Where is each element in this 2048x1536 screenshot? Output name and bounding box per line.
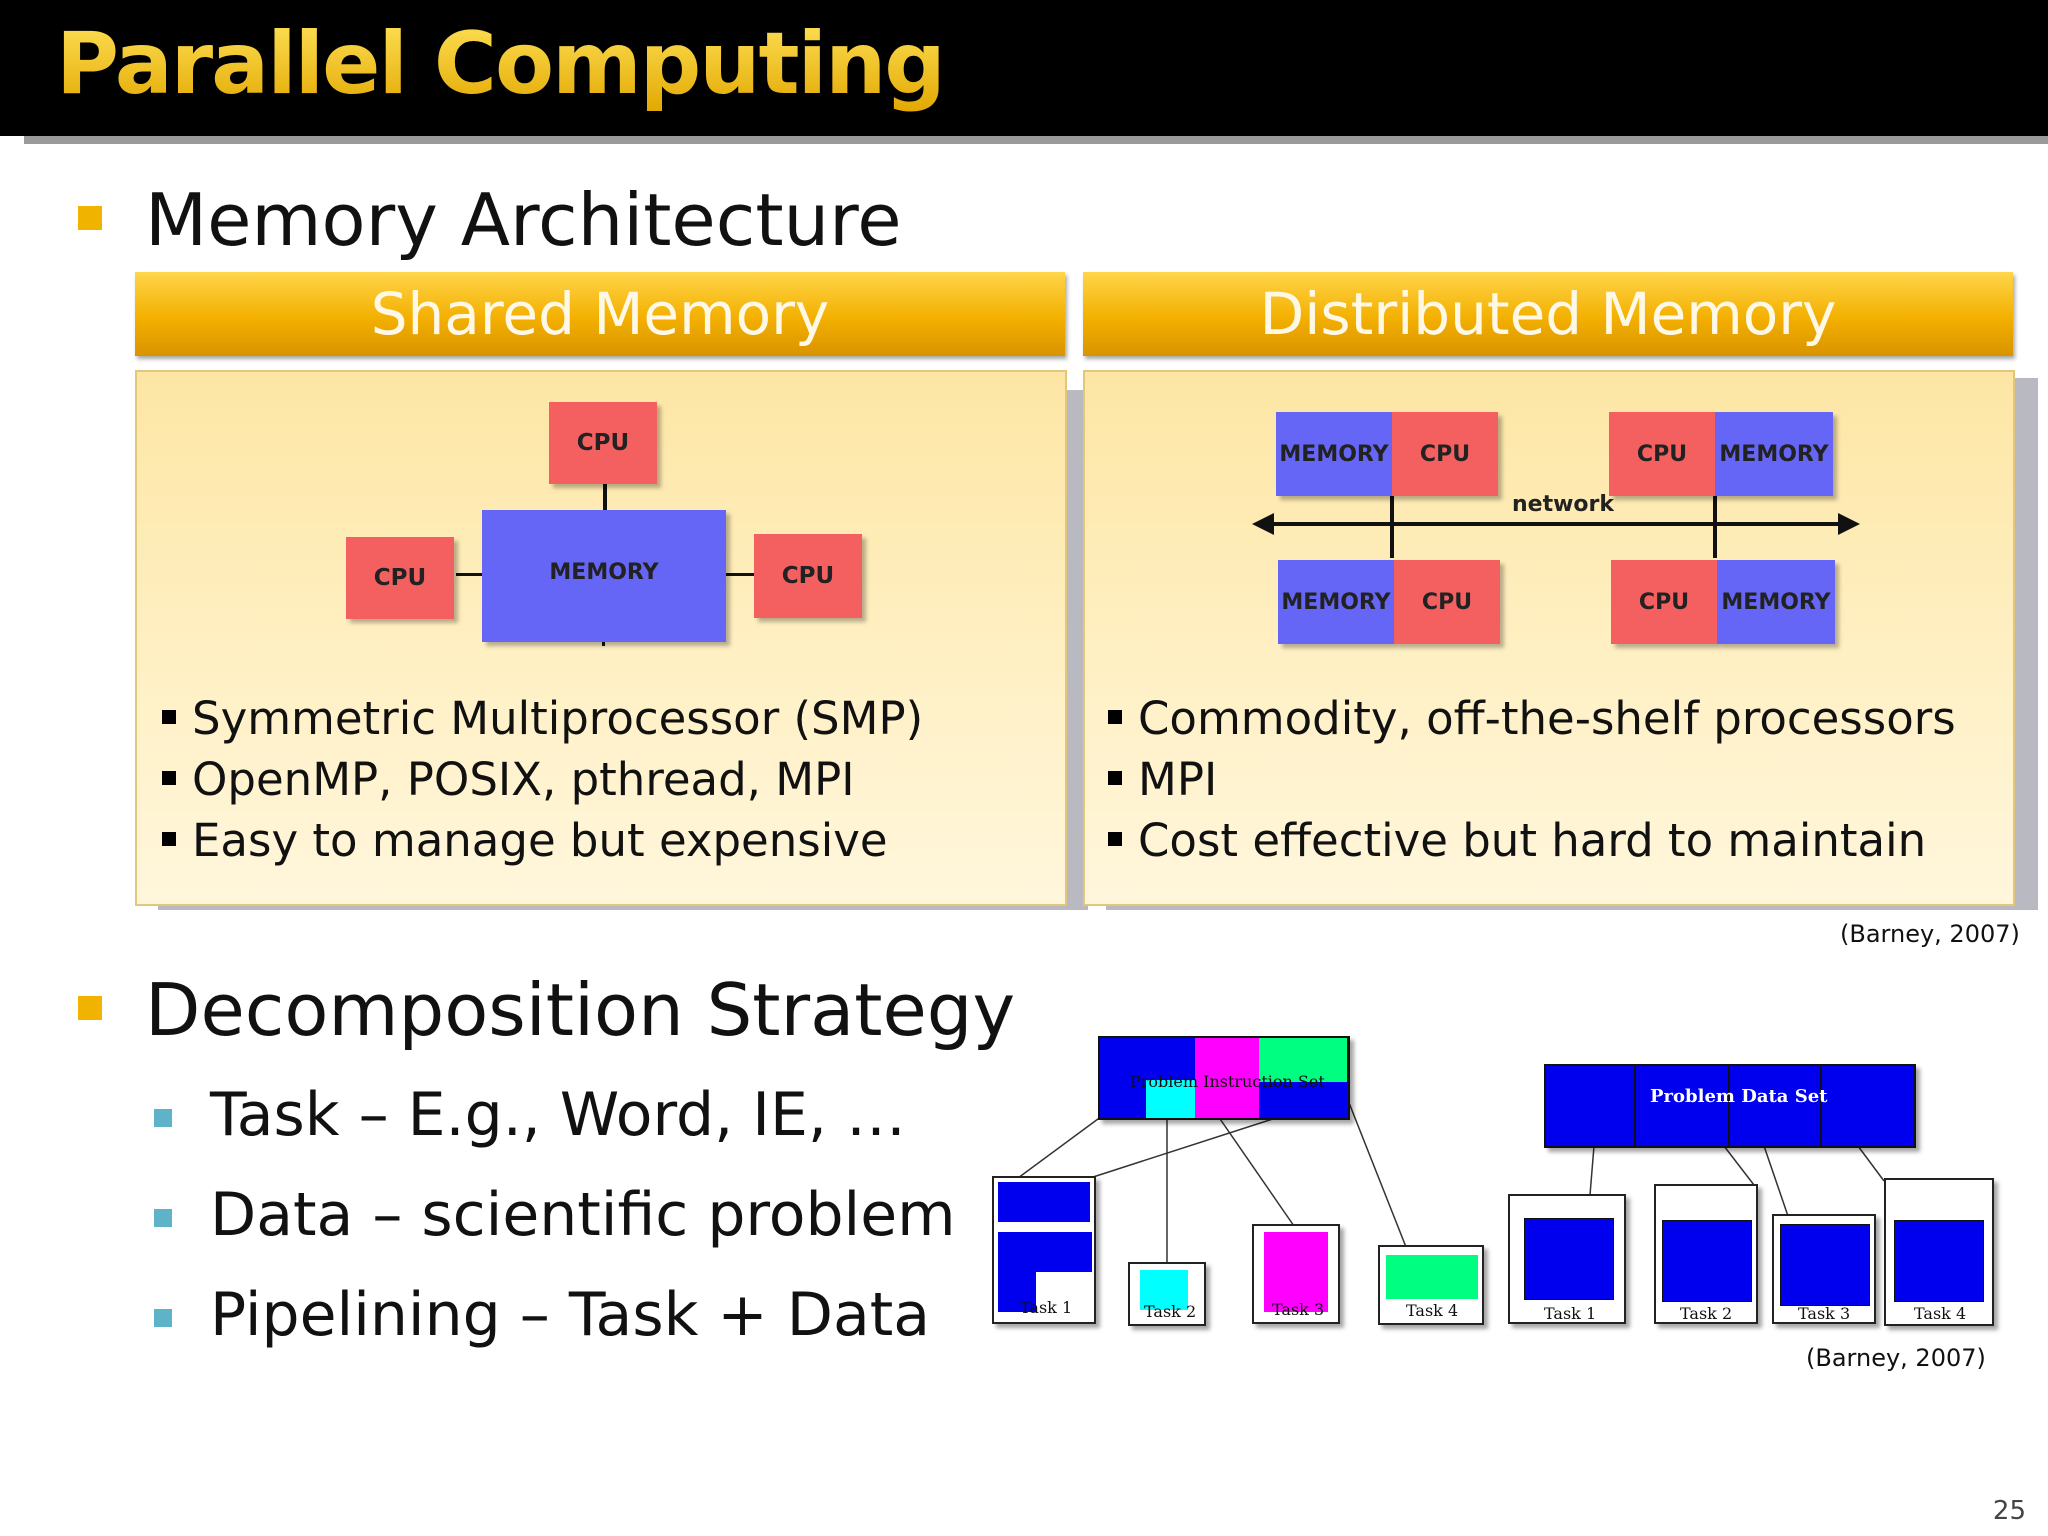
problem-instruction-label: Problem Instruction Set (1130, 1072, 1325, 1091)
problem-instruction-set: Problem Instruction Set (1098, 1036, 1350, 1120)
task-box: Task 2 (1128, 1262, 1206, 1326)
problem-data-label: Problem Data Set (1650, 1086, 1828, 1107)
cpu-box-left: CPU (346, 537, 454, 619)
memory-architecture-heading: Memory Architecture (145, 178, 902, 262)
task-segment (1386, 1255, 1478, 1299)
task-label: Task 2 (1680, 1304, 1733, 1323)
instruction-segment-cyan (1146, 1080, 1195, 1118)
sub-bullet-square-icon (154, 1209, 172, 1227)
data-task-box: Task 1 (1508, 1194, 1626, 1324)
arrow-right-icon (1838, 513, 1860, 535)
bullet-square-icon (162, 832, 176, 846)
data-task-box: Task 4 (1884, 1178, 1994, 1326)
distributed-memory-panel (1083, 370, 2015, 906)
page-number: 25 (1992, 1496, 2026, 1526)
task-label: Task 1 (1544, 1304, 1597, 1323)
node-cpu-box: CPU (1611, 560, 1717, 644)
task-box: Task 3 (1252, 1224, 1340, 1324)
title-bar: Parallel Computing (0, 0, 2048, 136)
arrow-left-icon (1252, 513, 1274, 535)
node-memory-box: MEMORY (1278, 560, 1394, 644)
slide-title: Parallel Computing (56, 14, 946, 114)
task-label: Task 1 (1020, 1298, 1073, 1317)
connector-line (456, 573, 482, 576)
sub-bullet-square-icon (154, 1309, 172, 1327)
task-label: Task 2 (1144, 1302, 1197, 1321)
task-label: Task 3 (1798, 1304, 1851, 1323)
bullet-square-icon (1108, 832, 1122, 846)
instruction-segment-green (1259, 1038, 1347, 1082)
bullet-square-icon (1108, 710, 1122, 724)
shared-point: Symmetric Multiprocessor (SMP) (192, 692, 924, 745)
decomposition-heading: Decomposition Strategy (145, 968, 1016, 1052)
decomposition-item: Data – scientific problem (210, 1180, 956, 1250)
distributed-point: Commodity, off-the-shelf processors (1138, 692, 1956, 745)
problem-data-set: Problem Data Set (1544, 1064, 1916, 1148)
data-segment (1524, 1218, 1614, 1300)
connector-line (603, 484, 607, 514)
task-segment (1140, 1270, 1188, 1310)
task-label: Task 4 (1406, 1301, 1459, 1320)
node-cpu-box: CPU (1392, 412, 1498, 496)
network-label: network (1512, 492, 1615, 517)
bullet-square-icon (162, 710, 176, 724)
network-line (1262, 522, 1848, 526)
data-divider (1728, 1066, 1730, 1146)
distributed-point: Cost effective but hard to maintain (1138, 814, 1927, 867)
decomposition-item: Pipelining – Task + Data (210, 1280, 930, 1350)
task-label: Task 4 (1914, 1304, 1967, 1323)
cpu-box-right: CPU (754, 534, 862, 618)
data-segment (1894, 1220, 1984, 1302)
bullet-square-icon (78, 206, 102, 230)
shared-memory-box: MEMORY (482, 510, 726, 642)
node-memory-box: MEMORY (1276, 412, 1392, 496)
distributed-point: MPI (1138, 753, 1218, 806)
task-segment (998, 1182, 1090, 1222)
decomposition-citation: (Barney, 2007) (1806, 1344, 1986, 1372)
data-divider (1634, 1066, 1636, 1146)
title-bar-shadow (24, 136, 2048, 144)
bullet-square-icon (162, 771, 176, 785)
data-segment (1780, 1224, 1870, 1306)
connector-line (726, 573, 754, 576)
memory-citation: (Barney, 2007) (1840, 920, 2020, 948)
task-box: Task 4 (1378, 1245, 1484, 1325)
data-task-box: Task 2 (1654, 1184, 1758, 1324)
bullet-square-icon (1108, 771, 1122, 785)
distributed-memory-header: Distributed Memory (1083, 272, 2013, 356)
connector-line (1713, 494, 1717, 558)
node-memory-box: MEMORY (1715, 412, 1833, 496)
node-cpu-box: CPU (1394, 560, 1500, 644)
cpu-box-top: CPU (549, 402, 657, 484)
task-segment (998, 1272, 1036, 1312)
sub-bullet-square-icon (154, 1109, 172, 1127)
connector-line (1390, 494, 1394, 558)
node-cpu-box: CPU (1609, 412, 1715, 496)
connector-line (602, 640, 605, 646)
bullet-square-icon (78, 996, 102, 1020)
task-box: Task 1 (992, 1176, 1096, 1324)
task-segment (1264, 1232, 1328, 1312)
decomposition-item: Task – E.g., Word, IE, … (210, 1080, 907, 1150)
instruction-segment-magenta (1195, 1038, 1259, 1118)
shared-point: Easy to manage but expensive (192, 814, 888, 867)
task-segment (998, 1232, 1092, 1272)
shared-point: OpenMP, POSIX, pthread, MPI (192, 753, 855, 806)
data-segment (1662, 1220, 1752, 1302)
task-label: Task 3 (1272, 1300, 1325, 1319)
data-divider (1820, 1066, 1822, 1146)
data-task-box: Task 3 (1772, 1214, 1876, 1324)
shared-memory-header: Shared Memory (135, 272, 1065, 356)
node-memory-box: MEMORY (1717, 560, 1835, 644)
